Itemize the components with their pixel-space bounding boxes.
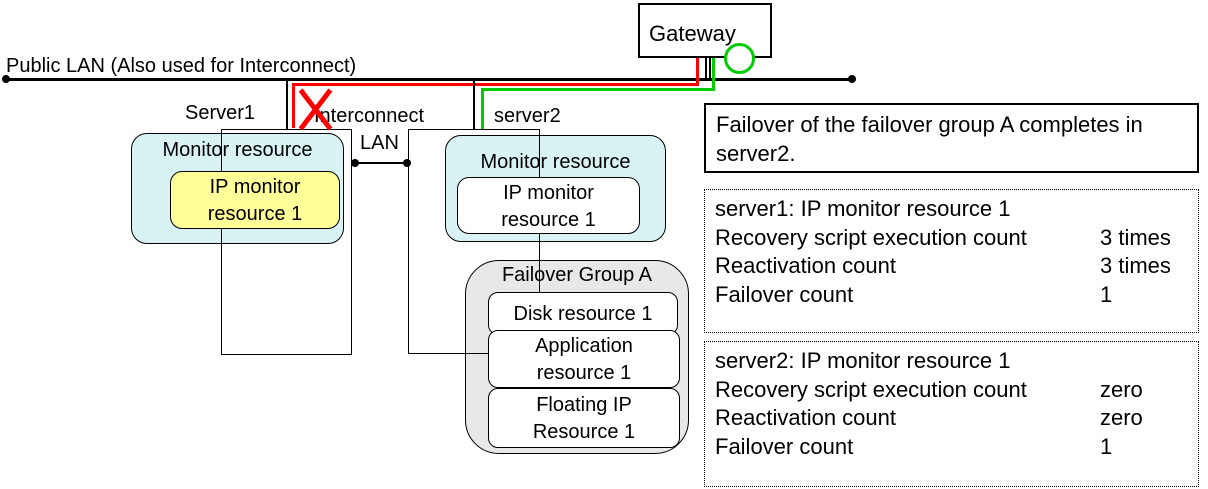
- server2-ip-monitor-line1: IP monitor: [503, 182, 594, 204]
- disk-resource-label: Disk resource 1: [513, 303, 653, 325]
- server1-label: Server1: [185, 102, 256, 124]
- gateway-lan-link-line-2: [709, 58, 711, 79]
- floating-ip-resource-line1: Floating IP: [536, 394, 632, 416]
- info-row-label: Failover count: [715, 433, 854, 459]
- interconnect-label-line2: LAN: [360, 132, 399, 154]
- server1-info-box: server1: IP monitor resource 1 Recovery …: [704, 189, 1199, 333]
- info-row-label: Reactivation count: [715, 253, 896, 279]
- info-row: Reactivation count 3 times: [715, 252, 1198, 281]
- server1-ip-monitor-resource-box: IP monitor resource 1: [170, 171, 340, 229]
- green-route-gateway-riser-line: [712, 56, 715, 91]
- server1-lan-drop-line: [286, 80, 288, 129]
- application-resource-line1: Application: [535, 335, 633, 357]
- gateway-label: Gateway: [649, 21, 736, 46]
- green-route-horizontal-line: [481, 88, 715, 91]
- server1-ip-monitor-line1: IP monitor: [209, 176, 301, 198]
- disk-resource-box: Disk resource 1: [488, 292, 678, 335]
- info-row-label: Failover count: [715, 281, 854, 307]
- info-row: Failover count 1: [715, 433, 1198, 462]
- info-row: Recovery script execution count 3 times: [715, 224, 1198, 253]
- info-row-value: 3 times: [1100, 224, 1171, 250]
- server1-info-title: server1: IP monitor resource 1: [715, 196, 1011, 221]
- public-lan-line: [6, 78, 853, 81]
- info-row-value: 1: [1100, 433, 1113, 459]
- info-row-value: zero: [1100, 376, 1143, 402]
- public-lan-label: Public LAN (Also used for Interconnect): [6, 55, 357, 77]
- server2-box: [408, 129, 540, 354]
- application-resource-line2: resource 1: [536, 362, 632, 384]
- info-row-label: Reactivation count: [715, 405, 896, 431]
- green-route-server2-drop-line: [481, 88, 484, 130]
- server2-label: server2: [494, 105, 561, 127]
- red-route-horizontal-line: [292, 83, 699, 86]
- info-row-value: 3 times: [1100, 253, 1171, 279]
- server2-lan-drop-line: [473, 80, 475, 129]
- server2-info-box: server2: IP monitor resource 1 Recovery …: [704, 341, 1199, 487]
- info-row-label: Recovery script execution count: [715, 376, 1027, 402]
- floating-ip-resource-line2: Resource 1: [532, 421, 636, 443]
- gateway-lan-link-line-1: [705, 58, 707, 79]
- failover-callout-box: Failover of the failover group A complet…: [704, 103, 1199, 173]
- interconnect-label-line1: Interconnect: [314, 105, 425, 127]
- info-row: Recovery script execution count zero: [715, 376, 1198, 405]
- info-row-label: Recovery script execution count: [715, 224, 1027, 250]
- gateway-port-circle-icon: [724, 43, 755, 74]
- info-row: Failover count 1: [715, 281, 1198, 310]
- floating-ip-resource-box: Floating IP Resource 1: [488, 388, 680, 448]
- server1-monitor-resource-title: Monitor resource: [162, 139, 313, 161]
- server2-info-title: server2: IP monitor resource 1: [715, 348, 1011, 373]
- server2-ip-monitor-line2: resource 1: [501, 209, 596, 231]
- server2-monitor-resource-title: Monitor resource: [480, 151, 631, 173]
- server1-box: [221, 129, 352, 355]
- info-row: Reactivation count zero: [715, 404, 1198, 433]
- info-row-value: 1: [1100, 281, 1113, 307]
- server1-ip-monitor-line2: resource 1: [207, 203, 303, 225]
- interconnect-endpoint-right: [403, 159, 411, 167]
- failover-callout-text: Failover of the failover group A complet…: [716, 112, 1143, 166]
- server2-ip-monitor-resource-box: IP monitor resource 1: [457, 177, 640, 234]
- application-resource-box: Application resource 1: [488, 330, 680, 388]
- red-route-server1-drop-line: [292, 83, 295, 128]
- interconnect-lan-line: [355, 162, 407, 164]
- interconnect-endpoint-left: [351, 159, 359, 167]
- public-lan-endpoint-right: [848, 75, 856, 83]
- public-lan-endpoint-left: [2, 75, 10, 83]
- failover-group-a-title: Failover Group A: [501, 264, 653, 286]
- info-row-value: zero: [1100, 405, 1143, 431]
- red-route-gateway-riser-line: [696, 56, 699, 86]
